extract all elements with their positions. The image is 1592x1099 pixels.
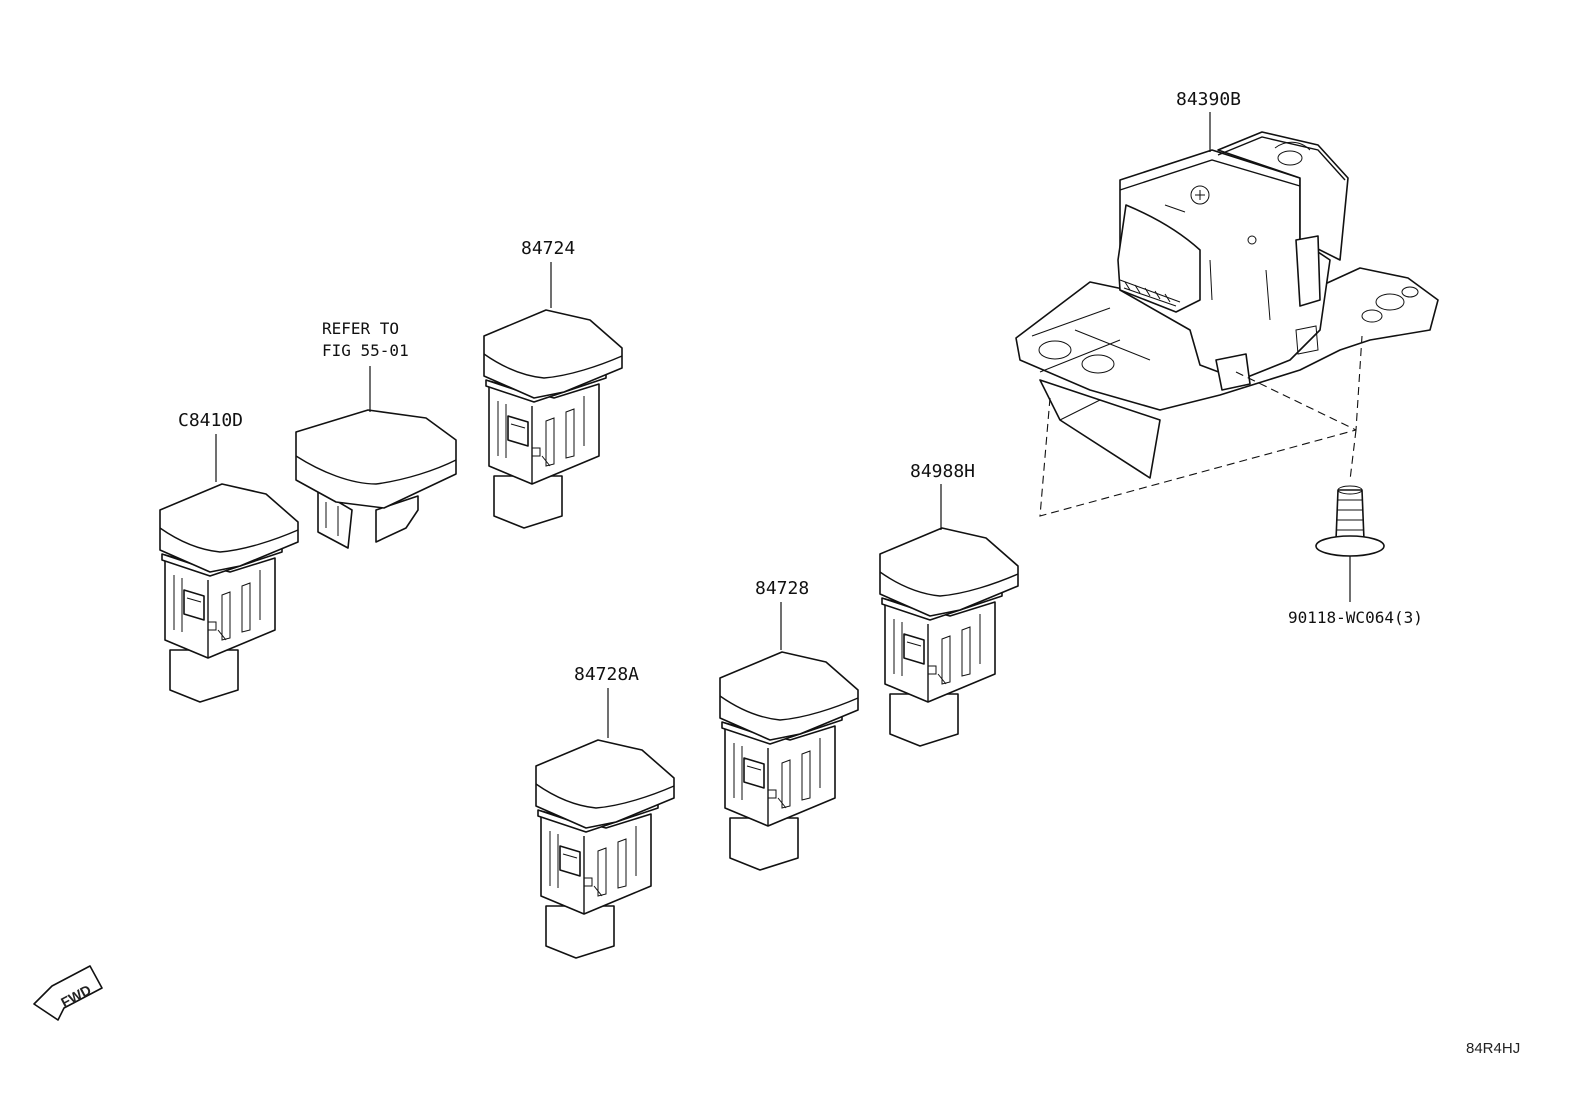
label-c8410d: C8410D [178,410,244,431]
screw-90118 [1315,485,1385,557]
switch-84728 [719,651,859,871]
switch-assembly-84390b [1015,131,1439,479]
label-84390b: 84390B [1176,89,1242,110]
switch-c8410d [159,483,299,703]
diagram-code: 84R4HJ [1466,1040,1521,1057]
label-84724: 84724 [521,238,576,259]
switch-84728a [535,739,675,959]
blank-cap [295,409,457,549]
switch-84724 [483,309,623,529]
label-screw: 90118-WC064(3) [1288,608,1423,627]
switch-84988h [879,527,1019,747]
label-84988h: 84988H [910,461,976,482]
label-refer-line2: FIG 55-01 [322,341,409,360]
label-84728: 84728 [755,578,810,599]
fwd-arrow-icon [33,965,103,1021]
label-refer-line1: REFER TO [322,319,400,338]
label-84728a: 84728A [574,664,640,685]
